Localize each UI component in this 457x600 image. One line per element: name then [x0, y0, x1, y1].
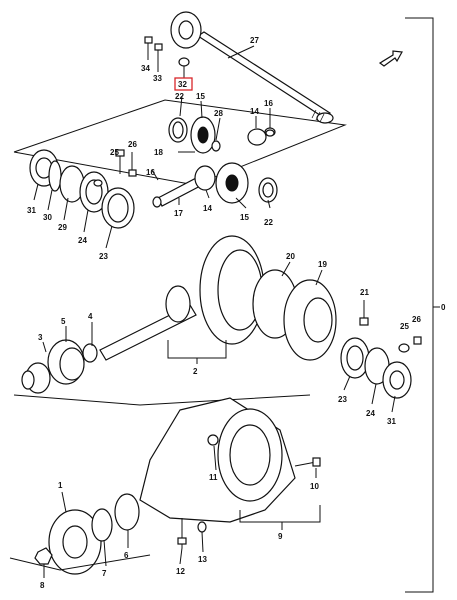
- label-2: 2: [193, 367, 198, 376]
- label-31-left: 31: [27, 206, 36, 215]
- label-4: 4: [88, 312, 93, 321]
- label-32: 32: [178, 80, 187, 89]
- carrier-housing-group: [9, 397, 321, 575]
- ring-gear-group: [13, 235, 422, 406]
- label-22-top: 22: [175, 92, 184, 101]
- label-24-right: 24: [366, 409, 375, 418]
- label-12: 12: [176, 567, 185, 576]
- front-arrow-icon: [378, 50, 403, 67]
- label-17: 17: [174, 209, 183, 218]
- label-7: 7: [102, 569, 107, 578]
- label-20: 20: [286, 252, 295, 261]
- label-23-right: 23: [338, 395, 347, 404]
- label-30: 30: [43, 213, 52, 222]
- label-11: 11: [209, 473, 218, 482]
- label-19: 19: [318, 260, 327, 269]
- label-26-right: 26: [412, 315, 421, 324]
- label-15-top: 15: [196, 92, 205, 101]
- label-9: 9: [278, 532, 283, 541]
- label-21: 21: [360, 288, 369, 297]
- label-25-left: 25: [110, 148, 119, 157]
- label-3: 3: [38, 333, 43, 342]
- label-28: 28: [214, 109, 223, 118]
- label-25-right: 25: [400, 322, 409, 331]
- label-14-top: 14: [250, 107, 259, 116]
- label-6: 6: [124, 551, 129, 560]
- label-15-mid: 15: [240, 213, 249, 222]
- label-26-left: 26: [128, 140, 137, 149]
- label-16-mid: 16: [146, 168, 155, 177]
- label-0: 0: [441, 303, 446, 312]
- label-8: 8: [40, 581, 45, 590]
- label-33: 33: [153, 74, 162, 83]
- label-23-left: 23: [99, 252, 108, 261]
- label-27: 27: [250, 36, 259, 45]
- label-16: 16: [264, 99, 273, 108]
- label-34: 34: [141, 64, 150, 73]
- label-22-mid: 22: [264, 218, 273, 227]
- assembly-bracket: [405, 17, 440, 593]
- axle-shaft-group: [13, 11, 347, 229]
- label-5: 5: [61, 317, 66, 326]
- label-13: 13: [198, 555, 207, 564]
- label-24-left: 24: [78, 236, 87, 245]
- leader-lines: [33, 45, 396, 578]
- label-1: 1: [58, 481, 63, 490]
- label-18: 18: [154, 148, 163, 157]
- label-10: 10: [310, 482, 319, 491]
- label-14-mid: 14: [203, 204, 212, 213]
- label-31-right: 31: [387, 417, 396, 426]
- part-labels: 27 34 33 32 22 15 28 14 16 25 26 18 16 1…: [27, 36, 446, 590]
- label-29: 29: [58, 223, 67, 232]
- highlight-box-32: [174, 77, 193, 91]
